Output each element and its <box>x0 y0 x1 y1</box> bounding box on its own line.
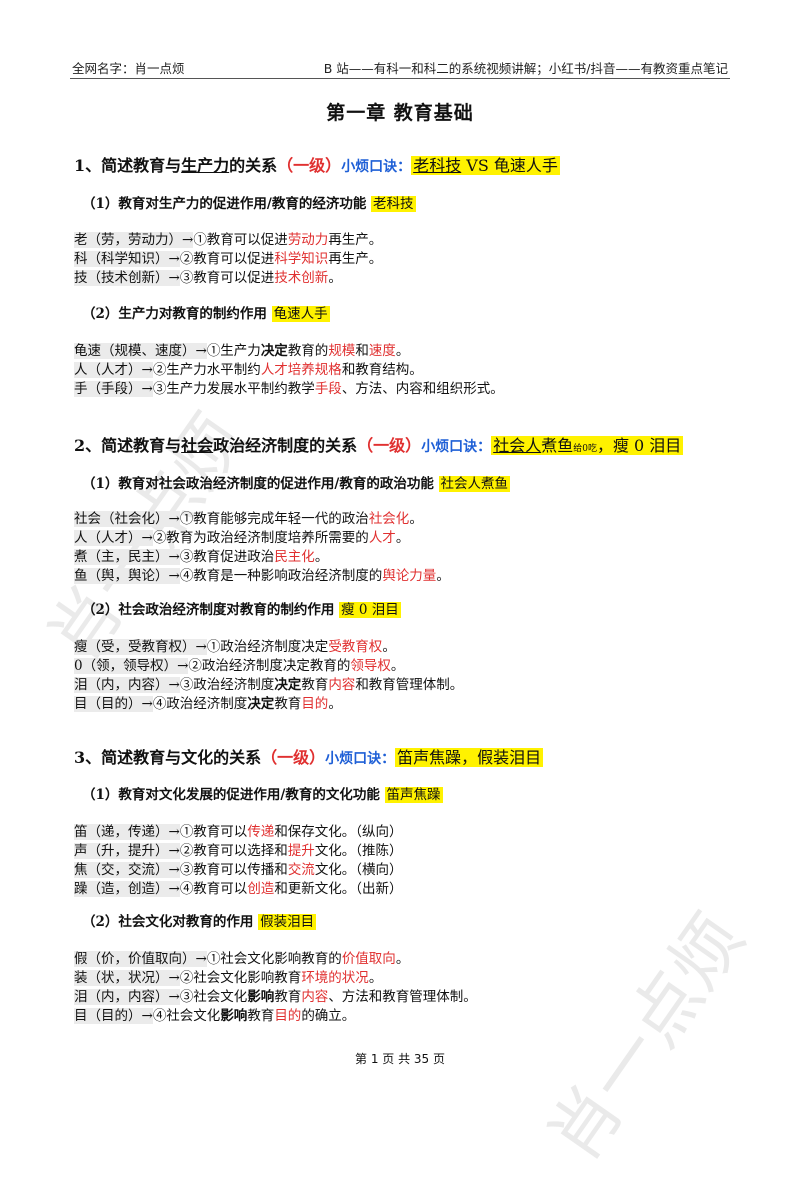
s3-sub2-heading: （2）社会文化对教育的作用 假装泪目 <box>82 914 317 930</box>
s3-sub1-heading: （1）教育对文化发展的促进作用/教育的文化功能 笛声焦躁 <box>82 787 443 803</box>
list-item: 社会（社会化）→①教育能够完成年轻一代的政治社会化。 <box>74 511 423 527</box>
header-right: B 站——有科一和科二的系统视频讲解；小红书/抖音——有教资重点笔记 <box>323 61 728 76</box>
section-1-heading: 1、简述教育与生产力的关系（一级）小烦口诀：老科技 VS 龟速人手 <box>74 152 560 176</box>
page-header: 全网名字：肖一点烦 B 站——有科一和科二的系统视频讲解；小红书/抖音——有教资… <box>72 58 728 77</box>
section-2-heading: 2、简述教育与社会政治经济制度的关系（一级）小烦口诀：社会人煮鱼给0吃，瘦 0 … <box>74 436 684 455</box>
list-item: 目（目的）→④社会文化影响教育目的的确立。 <box>74 1008 356 1024</box>
watermark: 肖一点烦 <box>532 899 761 1176</box>
s2-sub2-tag: 瘦 0 泪目 <box>339 602 401 618</box>
list-item: 躁（造，创造）→④教育可以创造和更新文化。（出新） <box>74 881 403 897</box>
s2-sub1-tag: 社会人煮鱼 <box>438 476 511 492</box>
s2-mnemonic: 社会人煮鱼给0吃，瘦 0 泪目 <box>491 436 684 455</box>
header-left: 全网名字：肖一点烦 <box>72 61 185 76</box>
s3-mnemonic: 笛声焦躁，假装泪目 <box>395 748 544 767</box>
s1-sub2-tag: 龟速人手 <box>271 306 330 322</box>
s1-tip: 小烦口诀： <box>341 159 412 175</box>
page-footer: 第 1 页 共 35 页 <box>355 1052 445 1066</box>
list-item: 人（人才）→②生产力水平制约人才培养规格和教育结构。 <box>74 362 423 378</box>
s1-level: （一级） <box>277 156 342 175</box>
s1-sub2-heading: （2）生产力对教育的制约作用 龟速人手 <box>82 306 330 322</box>
section-3-heading: 3、简述教育与文化的关系（一级）小烦口诀：笛声焦躁，假装泪目 <box>74 748 544 767</box>
s1-num: 1、简述教育与 <box>74 156 182 175</box>
list-item: 瘦（受，受教育权）→①政治经济制度决定受教育权。 <box>74 639 396 655</box>
list-item: 老（劳，劳动力）→①教育可以促进劳动力再生产。 <box>74 232 383 248</box>
list-item: 鱼（舆，舆论）→④教育是一种影响政治经济制度的舆论力量。 <box>74 568 450 584</box>
s1-ul: 生产力 <box>181 156 230 175</box>
list-item: 声（升，提升）→②教育可以选择和提升文化。（推陈） <box>74 843 403 859</box>
s2-sub1-heading: （1）教育对社会政治经济制度的促进作用/教育的政治功能 社会人煮鱼 <box>82 476 511 492</box>
s3-sub2-tag: 假装泪目 <box>258 914 317 930</box>
list-item: 假（价，价值取向）→①社会文化影响教育的价值取向。 <box>74 951 410 967</box>
chapter-title: 第一章 教育基础 <box>326 102 474 124</box>
list-item: 泪（内，内容）→③社会文化影响教育内容、方法和教育管理体制。 <box>74 989 477 1005</box>
list-item: 科（科学知识）→②教育可以促进科学知识再生产。 <box>74 251 383 267</box>
header-divider <box>70 78 730 79</box>
list-item: 龟速（规模、速度）→①生产力决定教育的规模和速度。 <box>74 343 410 359</box>
list-item: 焦（交，交流）→③教育可以传播和交流文化。（横向） <box>74 862 403 878</box>
list-item: 装（状，状况）→②社会文化影响教育环境的状况。 <box>74 970 383 986</box>
s2-sub2-heading: （2）社会政治经济制度对教育的制约作用 瘦 0 泪目 <box>82 602 401 618</box>
list-item: 手（手段）→③生产力发展水平制约教学手段、方法、内容和组织形式。 <box>74 381 504 397</box>
s1-sub1-heading: （1）教育对生产力的促进作用/教育的经济功能 老科技 <box>82 196 416 212</box>
s3-sub1-tag: 笛声焦躁 <box>384 787 443 803</box>
list-item: 人（人才）→②教育为政治经济制度培养所需要的人才。 <box>74 530 410 546</box>
list-item: 0（领，领导权）→②政治经济制度决定教育的领导权。 <box>74 658 405 674</box>
list-item: 笛（递，传递）→①教育可以传递和保存文化。（纵向） <box>74 824 403 840</box>
s1-mnemonic: 老科技 VS 龟速人手 <box>411 156 560 175</box>
list-item: 技（技术创新）→③教育可以促进技术创新。 <box>74 270 342 286</box>
list-item: 泪（内，内容）→③政治经济制度决定教育内容和教育管理体制。 <box>74 677 464 693</box>
list-item: 煮（主，民主）→③教育促进政治民主化。 <box>74 549 329 565</box>
s1-rest: 的关系 <box>229 156 278 175</box>
list-item: 目（目的）→④政治经济制度决定教育目的。 <box>74 696 342 712</box>
s1-sub1-tag: 老科技 <box>371 196 416 212</box>
